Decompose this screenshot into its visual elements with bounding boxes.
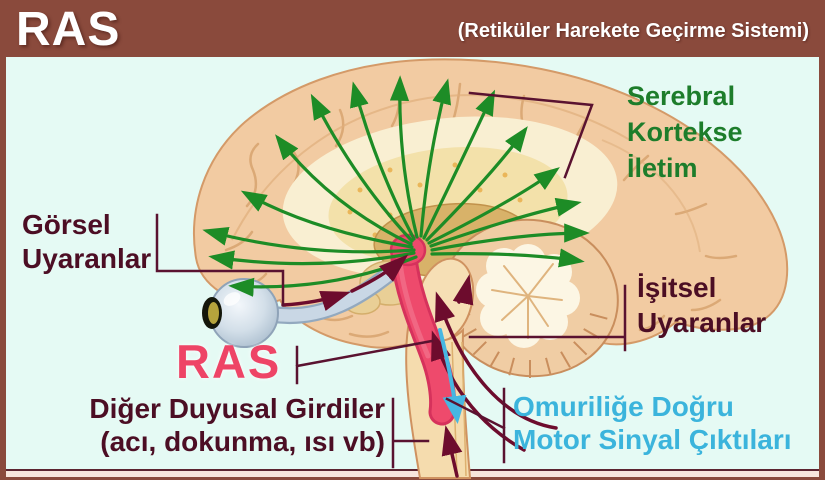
page-title: RAS <box>16 3 121 56</box>
motor-output-arrow <box>438 328 467 424</box>
label-line: İletim <box>627 153 698 183</box>
label-ras-core: RAS <box>176 335 282 388</box>
label-line: Diğer Duyusal Girdiler <box>89 393 385 424</box>
label-line: Uyaranlar <box>637 307 767 338</box>
label-other-sensory: Diğer Duyusal Girdiler (acı, dokunma, ıs… <box>40 392 385 458</box>
label-line: İşitsel <box>637 272 717 303</box>
ras-connector <box>295 339 434 385</box>
motor-connector <box>445 387 506 464</box>
sensory-input-arrows <box>281 254 558 478</box>
cortex-connector <box>468 91 594 179</box>
label-connectors <box>155 91 627 469</box>
label-line: Omuriliğe Doğru <box>513 391 734 422</box>
page-subtitle: (Retiküler Harekete Geçirme Sistemi) <box>457 20 809 42</box>
label-line: (acı, dokunma, ısı vb) <box>100 426 385 457</box>
auditory-connector <box>468 284 627 352</box>
visual-connector <box>155 213 285 307</box>
label-line: Motor Sinyal Çıktıları <box>513 424 792 455</box>
label-line: Uyaranlar <box>22 243 152 274</box>
label-auditory-stimuli: İşitsel Uyaranlar <box>637 270 766 340</box>
label-line: Kortekse <box>627 117 743 147</box>
label-cerebral-cortex: Serebral Kortekse İletim <box>627 78 743 186</box>
label-motor-output: Omuriliğe Doğru Motor Sinyal Çıktıları <box>513 390 792 456</box>
eye-iris <box>208 302 219 324</box>
other-sensory-connector <box>391 397 430 469</box>
label-line: Serebral <box>627 81 736 111</box>
label-visual-stimuli: Görsel Uyaranlar <box>22 208 151 276</box>
cortex-projection-arrows <box>202 75 590 297</box>
label-line: Görsel <box>22 209 111 240</box>
